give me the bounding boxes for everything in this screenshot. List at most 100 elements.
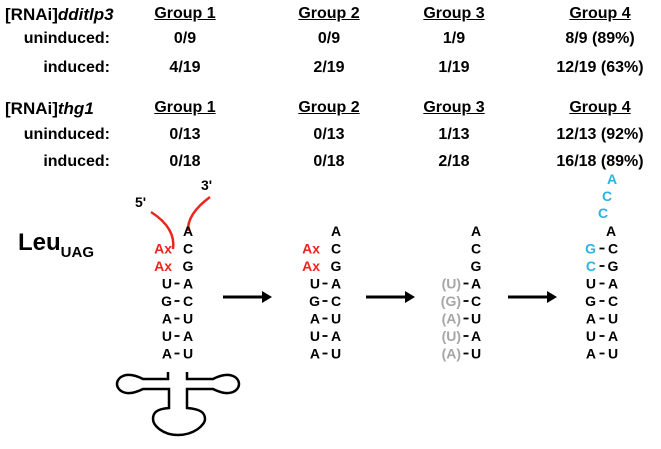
top-nucleotide: A bbox=[331, 223, 341, 239]
right-nucleotide: A bbox=[471, 276, 481, 292]
top-row-induced-label: induced: bbox=[43, 59, 110, 76]
right-nucleotide: A bbox=[608, 328, 618, 344]
right-nucleotide: A bbox=[608, 276, 618, 292]
left-nucleotide: U bbox=[162, 276, 172, 292]
title-gene: thg1 bbox=[57, 99, 94, 118]
left-nucleotide-missing: (A) bbox=[442, 311, 461, 327]
arrow-2 bbox=[366, 291, 415, 303]
top-nucleotide: A bbox=[471, 223, 481, 239]
left-nucleotide-missing: (G) bbox=[441, 293, 461, 309]
right-nucleotide: C bbox=[471, 241, 481, 257]
right-nucleotide: G bbox=[471, 258, 482, 274]
right-nucleotide: C bbox=[331, 293, 341, 309]
top-induced-group-4: 12/19 (63%) bbox=[556, 59, 644, 76]
left-nucleotide: Ax bbox=[154, 241, 172, 257]
bottom-group-3-header: Group 3 bbox=[423, 99, 485, 116]
bottom-induced-group-3: 2/18 bbox=[438, 153, 470, 170]
right-nucleotide: A bbox=[471, 328, 481, 344]
title-gene: dditlp3 bbox=[57, 5, 114, 24]
right-nucleotide: U bbox=[183, 311, 193, 327]
arrow-3 bbox=[508, 291, 557, 303]
bottom-uninduced-group-4: 12/13 (92%) bbox=[556, 126, 644, 143]
right-nucleotide: U bbox=[608, 311, 618, 327]
top-uninduced-group-1: 0/9 bbox=[173, 30, 197, 47]
left-nucleotide-missing: (U) bbox=[442, 276, 461, 292]
left-nucleotide: U bbox=[586, 328, 596, 344]
top-induced-group-2: 2/19 bbox=[313, 59, 345, 76]
top-induced-group-1: 4/19 bbox=[169, 59, 201, 76]
left-nucleotide-missing: (U) bbox=[442, 328, 461, 344]
right-nucleotide: A bbox=[183, 276, 193, 292]
left-nucleotide: U bbox=[162, 328, 172, 344]
left-nucleotide: Ax bbox=[302, 241, 320, 257]
top-row-uninduced-label: uninduced: bbox=[23, 30, 110, 47]
trna-body-outline bbox=[115, 372, 241, 437]
arrow-1 bbox=[223, 291, 272, 303]
left-nucleotide: U bbox=[310, 328, 320, 344]
left-nucleotide: A bbox=[310, 311, 320, 327]
trna-name: LeuUAG bbox=[18, 229, 94, 261]
three-prime-label: 3' bbox=[201, 177, 212, 193]
left-nucleotide: A bbox=[162, 346, 172, 362]
title-prefix: [RNAi] bbox=[5, 5, 58, 24]
top-uninduced-group-3: 1/9 bbox=[442, 30, 466, 47]
top-group-2-header: Group 2 bbox=[298, 5, 360, 22]
right-nucleotide: G bbox=[608, 258, 619, 274]
left-nucleotide: Ax bbox=[154, 258, 172, 274]
left-nucleotide: C bbox=[586, 258, 596, 274]
top-induced-group-3: 1/19 bbox=[438, 59, 470, 76]
bottom-induced-group-4: 16/18 (89%) bbox=[556, 153, 644, 170]
left-nucleotide: G bbox=[309, 293, 320, 309]
bottom-group-1-header: Group 1 bbox=[154, 99, 216, 116]
right-nucleotide: U bbox=[183, 346, 193, 362]
right-nucleotide: U bbox=[471, 346, 481, 362]
left-nucleotide: G bbox=[585, 293, 596, 309]
overhang-nucleotide: C bbox=[598, 205, 608, 221]
five-prime-strand bbox=[150, 210, 175, 250]
bottom-uninduced-group-2: 0/13 bbox=[313, 126, 345, 143]
bottom-uninduced-group-3: 1/13 bbox=[438, 126, 470, 143]
right-nucleotide: G bbox=[331, 258, 342, 274]
left-nucleotide: A bbox=[586, 346, 596, 362]
right-nucleotide: U bbox=[471, 311, 481, 327]
title-prefix: [RNAi] bbox=[5, 99, 58, 118]
top-table-title: [RNAi]dditlp3 bbox=[5, 5, 114, 25]
right-nucleotide: A bbox=[331, 276, 341, 292]
top-uninduced-group-4: 8/9 (89%) bbox=[565, 30, 635, 47]
left-nucleotide: G bbox=[585, 241, 596, 257]
right-nucleotide: G bbox=[183, 258, 194, 274]
top-nucleotide: A bbox=[606, 223, 616, 239]
bottom-uninduced-group-1: 0/13 bbox=[169, 126, 201, 143]
overhang-nucleotide: C bbox=[602, 188, 612, 204]
three-prime-strand bbox=[186, 195, 211, 232]
top-group-1-header: Group 1 bbox=[154, 5, 216, 22]
right-nucleotide: C bbox=[183, 293, 193, 309]
overhang-nucleotide: A bbox=[607, 171, 617, 187]
right-nucleotide: U bbox=[331, 346, 341, 362]
left-nucleotide: A bbox=[162, 311, 172, 327]
bottom-group-4-header: Group 4 bbox=[569, 99, 631, 116]
right-nucleotide: A bbox=[183, 328, 193, 344]
top-nucleotide: A bbox=[183, 223, 193, 239]
bottom-induced-group-1: 0/18 bbox=[169, 153, 201, 170]
right-nucleotide: C bbox=[471, 293, 481, 309]
right-nucleotide: A bbox=[331, 328, 341, 344]
left-nucleotide: U bbox=[586, 276, 596, 292]
right-nucleotide: U bbox=[608, 346, 618, 362]
left-nucleotide: Ax bbox=[302, 258, 320, 274]
bottom-row-uninduced-label: uninduced: bbox=[23, 126, 110, 143]
top-group-4-header: Group 4 bbox=[569, 5, 631, 22]
five-prime-label: 5' bbox=[135, 194, 146, 210]
right-nucleotide: C bbox=[331, 241, 341, 257]
bottom-table-title: [RNAi]thg1 bbox=[5, 99, 94, 119]
left-nucleotide: G bbox=[161, 293, 172, 309]
right-nucleotide: C bbox=[608, 241, 618, 257]
right-nucleotide: C bbox=[608, 293, 618, 309]
top-uninduced-group-2: 0/9 bbox=[317, 30, 341, 47]
left-nucleotide-missing: (A) bbox=[442, 346, 461, 362]
